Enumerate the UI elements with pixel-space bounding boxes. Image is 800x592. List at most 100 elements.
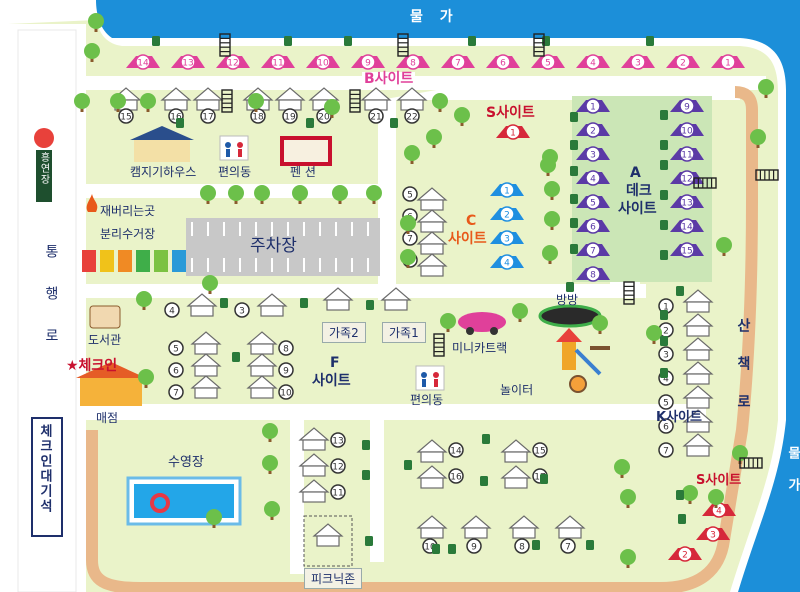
tent-number[interactable]: 12 <box>679 170 695 186</box>
hut-number[interactable]: 21 <box>368 108 384 124</box>
k-hut-number[interactable]: 7 <box>658 442 674 458</box>
c-site-hut[interactable] <box>416 253 448 277</box>
hut-number[interactable]: 18 <box>250 108 266 124</box>
tent-number[interactable]: 4 <box>585 54 601 70</box>
f-hut-number[interactable]: 5 <box>168 340 184 356</box>
k-hut-number[interactable]: 6 <box>658 418 674 434</box>
family-hut[interactable] <box>322 287 354 311</box>
hut-number[interactable]: 15 <box>118 108 134 124</box>
picnic-hut[interactable] <box>312 523 344 547</box>
f-site-hut[interactable] <box>246 375 278 399</box>
tent-number[interactable]: 14 <box>135 54 151 70</box>
tent-number[interactable]: 1 <box>499 182 515 198</box>
mid-hut[interactable] <box>416 465 448 489</box>
tent-number[interactable]: 6 <box>495 54 511 70</box>
k-site-hut[interactable] <box>682 385 714 409</box>
k-site-hut[interactable] <box>682 289 714 313</box>
mid-hut[interactable] <box>500 465 532 489</box>
tent-number[interactable]: 2 <box>675 54 691 70</box>
tent-number[interactable]: 7 <box>450 54 466 70</box>
k-site-hut[interactable] <box>682 313 714 337</box>
k-hut-number[interactable]: 3 <box>658 346 674 362</box>
mid-hut[interactable] <box>500 439 532 463</box>
tent-number[interactable]: 8 <box>405 54 421 70</box>
tent-number[interactable]: 11 <box>679 146 695 162</box>
f-site-hut[interactable] <box>190 353 222 377</box>
f-hut-number[interactable]: 8 <box>278 340 294 356</box>
bottom-hut[interactable] <box>460 515 492 539</box>
tent-number[interactable]: 9 <box>679 98 695 114</box>
tent-number[interactable]: 14 <box>679 218 695 234</box>
tent-number[interactable]: 15 <box>679 242 695 258</box>
tent-number[interactable]: 10 <box>315 54 331 70</box>
bottom-hut[interactable] <box>554 515 586 539</box>
bottom-hut-number[interactable]: 8 <box>514 538 530 554</box>
c-site-hut[interactable] <box>416 231 448 255</box>
mid-hut-number[interactable]: 15 <box>532 442 548 458</box>
lower-hut-number[interactable]: 13 <box>330 432 346 448</box>
tent-number[interactable]: 9 <box>360 54 376 70</box>
f-hut-number[interactable]: 6 <box>168 362 184 378</box>
tent-number[interactable]: 12 <box>225 54 241 70</box>
bottom-hut[interactable] <box>416 515 448 539</box>
tent-number[interactable]: 13 <box>180 54 196 70</box>
tent-number[interactable]: 2 <box>499 206 515 222</box>
tent-number[interactable]: 1 <box>505 124 521 140</box>
lower-hut[interactable] <box>298 427 330 451</box>
f-site-hut[interactable] <box>246 353 278 377</box>
c-hut-number[interactable]: 5 <box>402 186 418 202</box>
b-site-hut[interactable] <box>360 87 392 111</box>
bottom-hut-number[interactable]: 9 <box>466 538 482 554</box>
c-site-hut[interactable] <box>416 209 448 233</box>
tent-number[interactable]: 4 <box>711 502 727 518</box>
tent-number[interactable]: 4 <box>499 254 515 270</box>
tent-number[interactable]: 2 <box>585 122 601 138</box>
hut-number[interactable]: 19 <box>282 108 298 124</box>
tent-number[interactable]: 1 <box>720 54 736 70</box>
tent-number[interactable]: 5 <box>540 54 556 70</box>
c-hut-number[interactable]: 7 <box>402 230 418 246</box>
mid-hut[interactable] <box>416 439 448 463</box>
tent-number[interactable]: 3 <box>585 146 601 162</box>
f-site-hut[interactable] <box>256 293 288 317</box>
mid-hut-number[interactable]: 16 <box>448 468 464 484</box>
f-hut-number[interactable]: 10 <box>278 384 294 400</box>
f-site-hut[interactable] <box>190 331 222 355</box>
tent-number[interactable]: 4 <box>585 170 601 186</box>
lower-hut-number[interactable]: 11 <box>330 484 346 500</box>
tent-number[interactable]: 2 <box>677 546 693 562</box>
k-site-hut[interactable] <box>682 361 714 385</box>
family-hut[interactable] <box>380 287 412 311</box>
f-site-hut[interactable] <box>186 293 218 317</box>
tent-number[interactable]: 10 <box>679 122 695 138</box>
lower-hut[interactable] <box>298 453 330 477</box>
f-site-hut[interactable] <box>190 375 222 399</box>
k-hut-number[interactable]: 5 <box>658 394 674 410</box>
tent-number[interactable]: 1 <box>585 98 601 114</box>
f-site-hut[interactable] <box>246 331 278 355</box>
f-hut-number[interactable]: 7 <box>168 384 184 400</box>
tent-number[interactable]: 5 <box>585 194 601 210</box>
k-site-hut[interactable] <box>682 409 714 433</box>
k-site-hut[interactable] <box>682 433 714 457</box>
k-site-hut[interactable] <box>682 337 714 361</box>
hut-number[interactable]: 22 <box>404 108 420 124</box>
bottom-hut[interactable] <box>508 515 540 539</box>
tent-number[interactable]: 3 <box>630 54 646 70</box>
hut-number[interactable]: 17 <box>200 108 216 124</box>
f-hut-number[interactable]: 9 <box>278 362 294 378</box>
tent-number[interactable]: 13 <box>679 194 695 210</box>
tent-number[interactable]: 8 <box>585 266 601 282</box>
bottom-hut-number[interactable]: 7 <box>560 538 576 554</box>
f-hut-number[interactable]: 3 <box>234 302 250 318</box>
f-hut-number[interactable]: 4 <box>164 302 180 318</box>
mid-hut-number[interactable]: 14 <box>448 442 464 458</box>
tent-number[interactable]: 3 <box>499 230 515 246</box>
tent-number[interactable]: 7 <box>585 242 601 258</box>
lower-hut[interactable] <box>298 479 330 503</box>
lower-hut-number[interactable]: 12 <box>330 458 346 474</box>
checkin-label[interactable]: ★체크인 <box>66 358 118 374</box>
tent-number[interactable]: 6 <box>585 218 601 234</box>
tent-number[interactable]: 3 <box>705 526 721 542</box>
tent-number[interactable]: 11 <box>270 54 286 70</box>
